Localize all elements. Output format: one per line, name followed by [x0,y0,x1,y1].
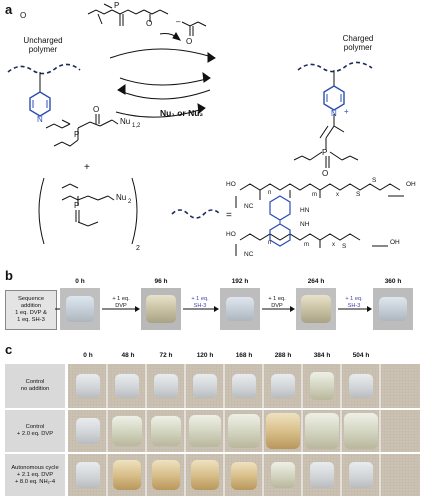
c-row-label-0: Control no addition [5,364,65,408]
sequence-addition-label: Sequence addition 1 eq. DVP & 1 eq. SH-3 [5,290,57,330]
b-time-3: 264 h [307,278,325,285]
idx-m-1: m [312,192,317,198]
hn-label: HN [300,207,310,214]
scheme-o-5: O [322,169,328,178]
c-time-5: 288 h [274,352,292,359]
scheme-o-3: O [186,37,192,46]
nu12-label: Nu [120,117,130,126]
scheme-o-1: O [20,11,26,20]
idx-x-1: x [336,192,339,198]
panel-b-images [55,288,413,330]
panel-a-letter: a [5,2,13,17]
s-label-1: S [356,191,361,198]
c-row-label-0-text: Control no addition [20,379,50,392]
cooh-label-1: HO [226,181,236,188]
bracket-subscript: 2 [136,245,140,252]
panel-c-images [68,364,420,496]
c-time-3: 120 h [196,352,214,359]
charged-polymer-label: Charged polymer [342,34,374,52]
b-time-1: 96 h [154,278,168,285]
c-row-label-2: Autonomous cycle + 2.1 eq. DVP + 8.0 eq.… [5,454,65,496]
idx-n-1: n [268,190,271,196]
panel-a-scheme: O P O O – N N + P O P O P Nu 1,2 Nu 2 2 … [7,1,416,258]
cn-label-2: NC [244,251,254,258]
b-time-4: 360 h [384,278,402,285]
idx-x-2: x [332,242,335,248]
panel-b-letter: b [5,268,13,283]
pyridine-n-left: N [37,115,43,124]
b-time-2: 192 h [231,278,249,285]
plus-sign: + [84,162,90,173]
scheme-o-4: O [93,105,99,114]
c-time-1: 48 h [121,352,135,359]
scheme-p-4: P [74,201,79,210]
cn-label-1: NC [244,203,254,210]
panel-c-letter: c [5,342,13,357]
sequence-addition-text: Sequence addition 1 eq. DVP & 1 eq. SH-3 [15,296,47,323]
b-time-0: 0 h [75,278,85,285]
b-step-3: + 1 eq. DVP [268,296,286,309]
cooh-label-2: OH [406,181,416,188]
c-row-label-1: Control + 2.0 eq. DVP [5,410,65,452]
idx-n-2: n [268,240,271,246]
idx-m-2: m [304,242,309,248]
nh-label: NH [300,221,310,228]
nu2-label: Nu [116,193,126,202]
scheme-p-3: P [322,148,327,157]
scheme-minus: – [176,17,181,26]
c-time-6: 384 h [313,352,331,359]
scheme-p-2: P [74,130,79,139]
b-step-1: + 1 eq. DVP [112,296,130,309]
s-label-2: S [372,177,377,184]
nu2-subscript: 2 [128,199,132,205]
c-time-4: 168 h [235,352,253,359]
uncharged-polymer-label: Uncharged polymer [23,36,63,54]
s-label-3: S [342,243,347,250]
b-step-2: + 1 eq. SH-3 [191,296,209,309]
cooh-label-4: OH [390,239,400,246]
equals-sign: = [226,210,232,221]
scheme-p-1: P [114,1,119,10]
c-time-2: 72 h [159,352,173,359]
pyridine-n-right: N [331,109,337,118]
c-row-label-2-text: Autonomous cycle + 2.1 eq. DVP + 8.0 eq.… [11,464,59,485]
nu12-subscript: 1,2 [132,123,141,129]
scheme-o-2: O [146,19,152,28]
b-step-4: + 1 eq. SH-3 [345,296,363,309]
cooh-label-3: HO [226,231,236,238]
c-time-7: 504 h [352,352,370,359]
c-row-label-1-text: Control + 2.0 eq. DVP [16,424,54,437]
c-time-0: 0 h [83,352,93,359]
nu-or-label: Nu₁ or Nu₂ [160,108,203,118]
pyridine-plus-right: + [344,107,349,116]
